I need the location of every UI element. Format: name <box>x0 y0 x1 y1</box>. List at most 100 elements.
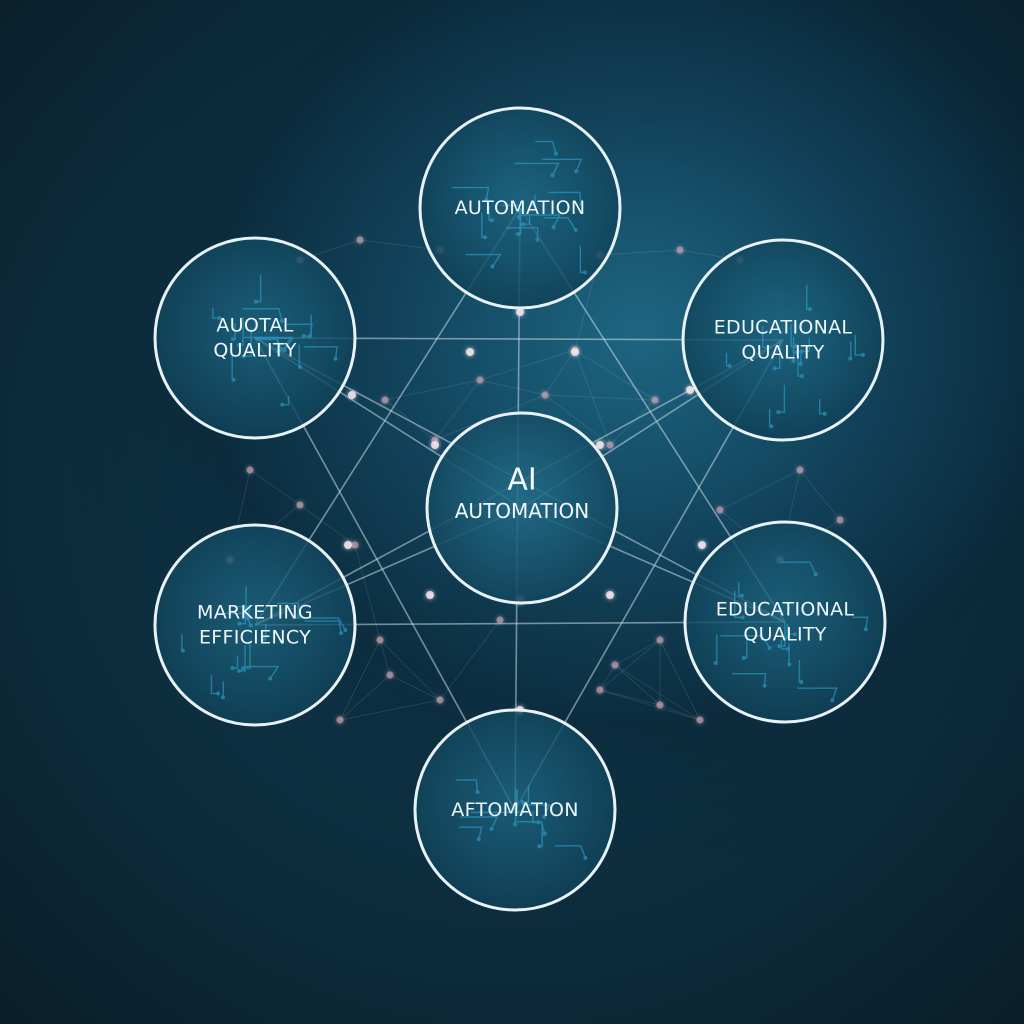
node-ring <box>153 523 357 727</box>
mesh-line <box>599 689 701 721</box>
mesh-dot <box>651 396 659 404</box>
circuit-pad <box>236 343 241 348</box>
mesh-line <box>574 349 656 401</box>
junction-dot <box>596 441 604 449</box>
circuit-trace <box>455 779 479 792</box>
circuit-pad <box>550 173 555 178</box>
circuit-pad <box>237 621 242 626</box>
node-label: EDUCATIONAL <box>714 317 853 339</box>
circuit-pad <box>786 646 791 651</box>
circuit-pad <box>772 366 777 371</box>
circuit-pad <box>343 628 348 633</box>
circuit-pad <box>529 202 534 207</box>
circuit-pad <box>783 635 788 640</box>
junction-dot <box>466 348 474 356</box>
circuit-trace <box>506 227 539 240</box>
circuit-pad <box>253 299 258 304</box>
circuit-pad <box>574 169 579 174</box>
circuit-pad <box>512 822 517 827</box>
circuit-pad <box>799 679 804 684</box>
circuit-trace <box>780 639 789 650</box>
circuit-trace <box>854 334 863 356</box>
circuit-pad <box>762 683 767 688</box>
mesh-dot <box>611 661 619 669</box>
circuit-pad <box>542 831 547 836</box>
node-top: AUTOMATION <box>418 106 622 310</box>
circuit-pad <box>791 358 796 363</box>
circuit-pad <box>767 645 772 650</box>
junction-dot <box>348 391 356 399</box>
circuit-pad <box>230 337 235 342</box>
mesh-line <box>659 639 701 721</box>
mesh-dot <box>696 716 704 724</box>
node-ring <box>681 238 885 442</box>
circuit-pad <box>307 334 312 339</box>
circuit-pad <box>230 666 235 671</box>
mesh-line <box>434 379 481 441</box>
circuit-trace <box>470 811 518 825</box>
mesh-line <box>599 689 661 706</box>
circuit-pad <box>863 627 868 632</box>
mesh-line <box>339 639 381 721</box>
circuit-pad <box>241 666 246 671</box>
circuit-pad <box>573 227 578 232</box>
circuit-trace <box>797 687 838 701</box>
circuit-trace <box>554 845 586 859</box>
junction-dots <box>344 308 706 714</box>
circuit-pad <box>241 354 246 359</box>
circuit-pad <box>476 837 481 842</box>
circuit-pad <box>799 374 804 379</box>
circuit-pad <box>582 270 587 275</box>
mesh-dot <box>376 636 384 644</box>
mesh-dot <box>836 516 844 524</box>
circuit-pad <box>739 593 744 598</box>
mesh-dot <box>246 466 254 474</box>
circuit-pad <box>280 402 285 407</box>
circuit-trace <box>732 672 767 686</box>
circuit-pad <box>579 202 584 207</box>
mesh-line <box>599 664 616 691</box>
mesh-line <box>799 469 841 521</box>
circuit-pad <box>268 676 273 681</box>
mesh-dot <box>656 701 664 709</box>
circuit-trace <box>522 785 530 803</box>
circuit-pad <box>848 356 853 361</box>
circuit-pad <box>237 668 242 673</box>
mesh-line <box>614 664 701 721</box>
circuit-trace <box>852 616 869 630</box>
mesh-dot <box>386 671 394 679</box>
circuit-trace <box>734 590 743 619</box>
circuit-pad <box>515 231 520 236</box>
circuit-pad <box>231 377 236 382</box>
node-label: MARKETING <box>197 602 313 624</box>
circuit-pad <box>339 631 344 636</box>
circuit-pad <box>220 695 225 700</box>
circuit-pad <box>483 235 488 240</box>
circuit-texture <box>725 284 865 429</box>
circuit-pad <box>798 362 803 367</box>
circuit-pad <box>248 623 253 628</box>
mesh-dot <box>356 236 364 244</box>
circuit-trace <box>212 308 220 319</box>
mesh-line <box>544 394 611 446</box>
circuit-pad <box>484 197 489 202</box>
circuit-pad <box>787 662 792 667</box>
circuit-pad <box>542 814 547 819</box>
circuit-pad <box>740 615 745 620</box>
circuit-pad <box>279 318 284 323</box>
circuit-trace <box>244 665 280 679</box>
circuit-pad <box>180 648 185 653</box>
circuit-pad <box>807 307 812 312</box>
circuit-pad <box>741 655 746 660</box>
circuit-pad <box>520 799 525 804</box>
node-label: QUALITY <box>743 624 826 646</box>
node-ring <box>413 708 617 912</box>
circuit-trace <box>542 158 583 172</box>
mesh-dot <box>656 636 664 644</box>
circuit-pad <box>242 605 247 610</box>
circuit-trace <box>233 605 251 619</box>
